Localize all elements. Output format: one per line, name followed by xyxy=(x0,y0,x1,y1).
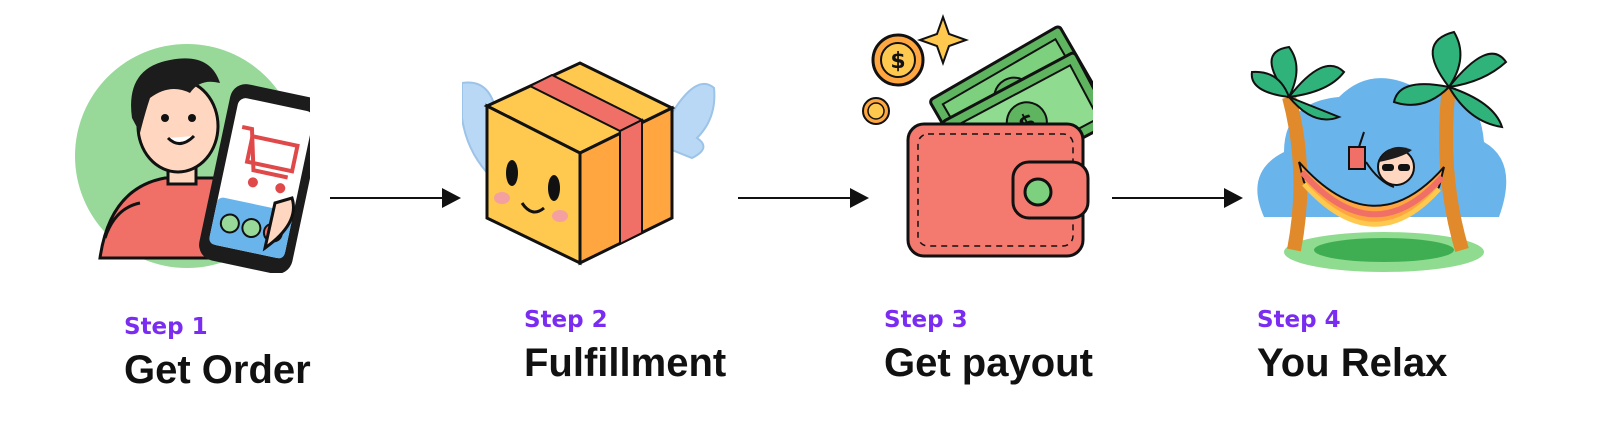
step-title: Get payout xyxy=(884,341,1093,385)
step-title: You Relax xyxy=(1257,341,1448,385)
person-with-phone-cart-icon xyxy=(70,38,310,273)
step-1-label: Step 1 Get Order xyxy=(124,313,311,393)
step-2-label: Step 2 Fulfillment xyxy=(524,306,726,386)
step-title: Fulfillment xyxy=(524,341,727,385)
flow-arrow-2 xyxy=(738,188,869,208)
step-number: Step 3 xyxy=(884,307,968,333)
winged-box-icon xyxy=(462,58,717,268)
hammock-palm-trees-icon xyxy=(1244,22,1514,277)
step-number: Step 1 xyxy=(124,314,208,340)
flow-arrow-1 xyxy=(330,188,461,208)
svg-text:$: $ xyxy=(890,49,905,74)
wallet-with-cash-icon: $ $ xyxy=(858,12,1093,260)
step-title: Get Order xyxy=(124,348,311,392)
step-4-label: Step 4 You Relax xyxy=(1257,306,1447,386)
step-3-label: Step 3 Get payout xyxy=(884,306,1093,386)
step-number: Step 2 xyxy=(524,307,608,333)
step-number: Step 4 xyxy=(1257,307,1341,333)
flow-arrow-3 xyxy=(1112,188,1243,208)
